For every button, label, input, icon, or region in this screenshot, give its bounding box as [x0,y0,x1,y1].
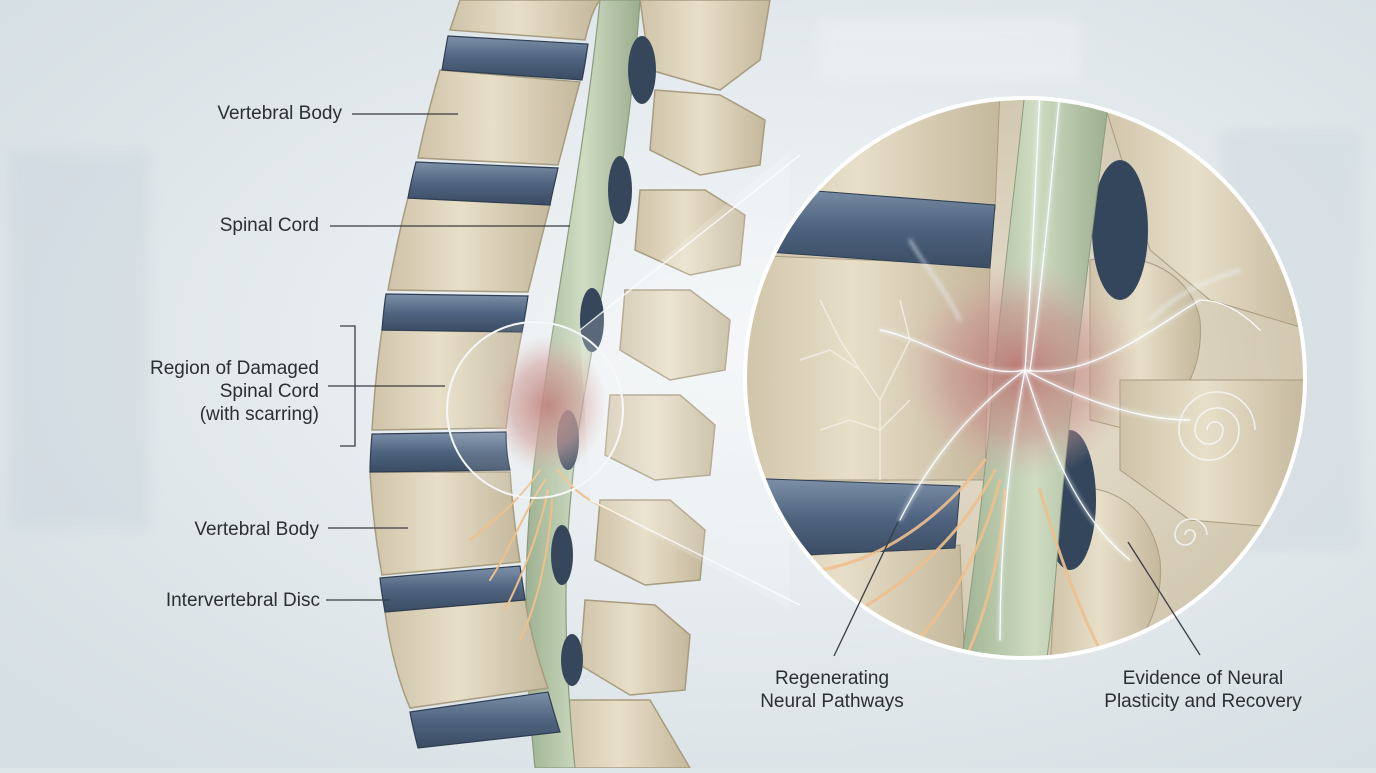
label-regenerating-line-1: Regenerating [774,668,890,689]
leader-plasticity [1127,541,1201,656]
label-damaged-line-1: Region of Damaged [150,358,319,379]
label-plasticity: Evidence of Neural Plasticity and Recove… [1092,667,1314,713]
spinal-column [369,0,771,769]
plasticity-spirals [1174,391,1256,546]
label-intervertebral-disc: Intervertebral Disc [165,590,320,611]
label-regenerating-line-2: Neural Pathways [760,691,904,712]
branching-pathways [799,299,911,480]
zoom-connector [579,150,801,610]
leader-regenerating [833,521,899,657]
spinous-processes [559,0,771,769]
label-vertebral-body-top: Vertebral Body [217,103,342,124]
damage-highlight-circle [446,321,624,499]
scar-tissue [488,335,608,475]
label-regenerating: Regenerating Neural Pathways [752,667,912,713]
leader-lines [326,113,1201,657]
label-plasticity-line-1: Evidence of Neural [1122,668,1284,689]
label-plasticity-line-2: Plasticity and Recovery [1104,691,1302,712]
label-damaged-line-3: (with scarring) [199,404,319,425]
intervertebral-discs [369,35,589,749]
zoom-ring [743,96,1307,660]
label-vertebral-body-lower: Vertebral Body [194,519,319,540]
label-spinal-cord: Spinal Cord [219,215,319,236]
label-damaged-line-2: Spinal Cord [219,381,319,402]
label-damaged-region: Region of Damaged Spinal Cord (with scar… [150,357,319,426]
